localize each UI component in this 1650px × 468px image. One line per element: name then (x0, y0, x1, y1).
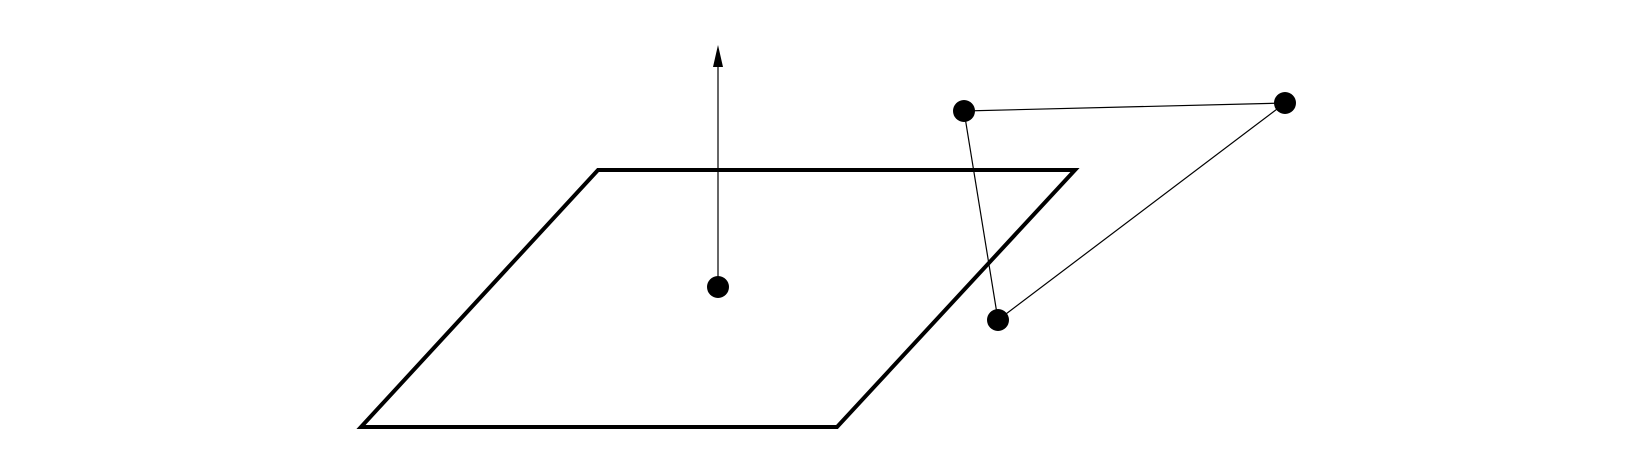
triangle-vertex-top-right (1274, 92, 1296, 114)
normal-vector-arrowhead (713, 45, 723, 67)
plane-point-dot (707, 276, 729, 298)
triangle-edge-top (963, 102, 1286, 112)
triangle-edge-right (997, 102, 1286, 321)
triangle-vertex-bottom (987, 309, 1009, 331)
triangle-edge-left (963, 110, 999, 321)
triangle-vertex-top-left (953, 100, 975, 122)
plane-parallelogram (356, 168, 1080, 429)
